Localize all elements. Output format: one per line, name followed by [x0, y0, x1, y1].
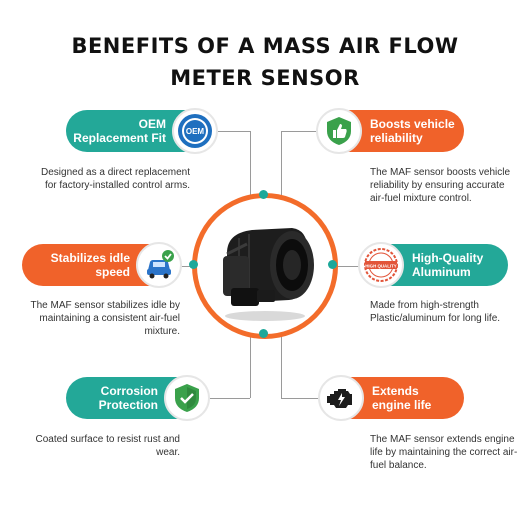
benefit-corrosion-description: Coated surface to resist rust and wear.	[35, 434, 180, 458]
high-quality-stamp-icon: HIGH QUALITY	[358, 242, 404, 288]
car-check-icon	[136, 242, 182, 288]
benefit-idle-title: Stabilizes idle speed	[50, 251, 130, 279]
title-line-2: METER SENSOR	[170, 66, 360, 90]
maf-sensor-illustration	[223, 228, 314, 321]
benefit-engine-description: The MAF sensor extends engine life by ma…	[370, 434, 518, 471]
benefit-reliability: Boosts vehicle reliability	[316, 108, 464, 154]
title-line-1: BENEFITS OF A MASS AIR FLOW	[71, 34, 459, 58]
benefit-engine-title: Extends engine life	[372, 384, 432, 412]
benefit-oem-title: OEM Replacement Fit	[73, 117, 166, 145]
thumbs-up-shield-icon	[316, 108, 362, 154]
svg-text:OEM: OEM	[186, 127, 205, 136]
svg-text:HIGH QUALITY: HIGH QUALITY	[365, 263, 397, 268]
engine-icon	[318, 375, 364, 421]
benefit-reliability-title: Boosts vehicle reliability	[370, 117, 455, 145]
maf-sensor-image	[189, 190, 338, 339]
benefit-oem-description: Designed as a direct replacement for fac…	[41, 167, 190, 191]
benefit-high-quality-description: Made from high-strength Plastic/aluminum…	[370, 300, 501, 324]
page-title: BENEFITS OF A MASS AIR FLOW METER SENSOR	[0, 30, 530, 94]
oem-seal-icon: OEM	[172, 108, 218, 154]
benefit-corrosion-title: Corrosion Protection	[98, 384, 158, 412]
benefit-high-quality: HIGH QUALITY High-Quality Aluminum	[358, 242, 508, 288]
benefit-oem-replacement: OEM Replacement Fit OEM	[66, 108, 218, 154]
benefit-reliability-description: The MAF sensor boosts vehicle reliabilit…	[370, 167, 511, 204]
benefit-high-quality-title: High-Quality Aluminum	[412, 251, 484, 279]
benefit-idle-description: The MAF sensor stabilizes idle by mainta…	[30, 300, 180, 337]
benefit-corrosion: Corrosion Protection	[66, 375, 210, 421]
benefit-engine-life: Extends engine life	[318, 375, 464, 421]
shield-check-icon	[164, 375, 210, 421]
benefit-idle-speed: Stabilizes idle speed	[22, 242, 182, 288]
